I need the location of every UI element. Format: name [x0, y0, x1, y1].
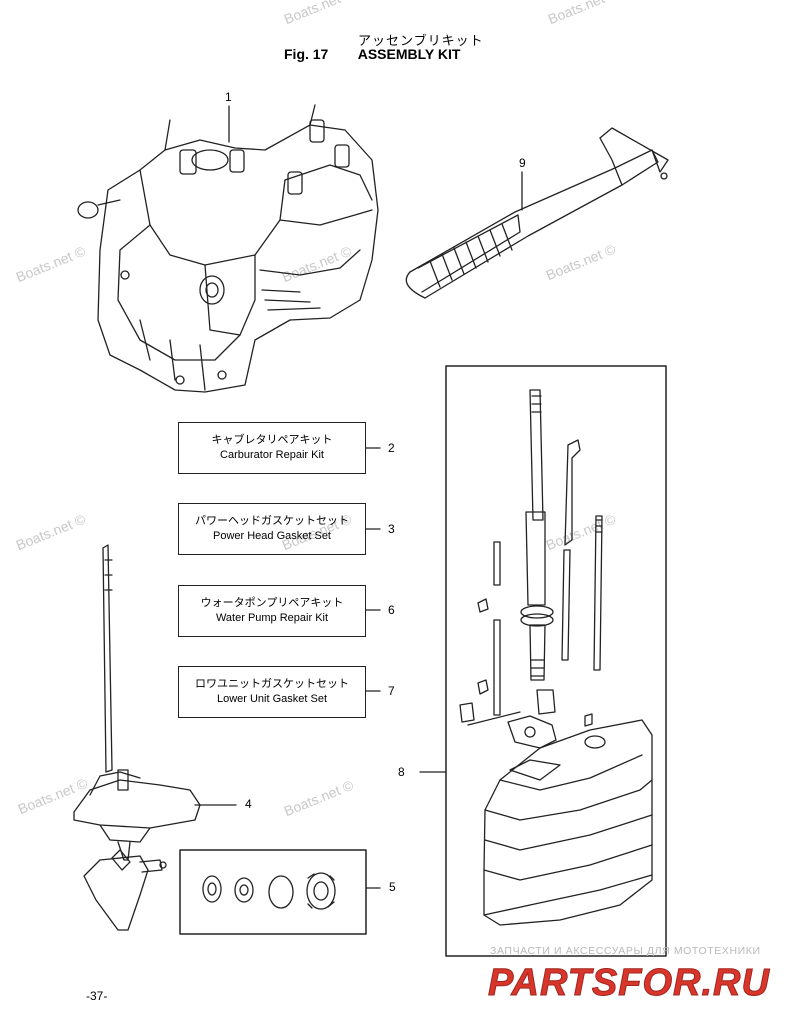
callout-9: 9 [519, 156, 526, 170]
figure-number: Fig. 17 [284, 46, 329, 62]
kit-box-carburetor: キャブレタリペアキット Carburator Repair Kit [178, 422, 366, 474]
kit-name-english: Water Pump Repair Kit [215, 612, 329, 624]
lower-unit-parts-drawing [459, 389, 653, 926]
seal-kit-frame [179, 849, 367, 935]
callout-5: 5 [389, 880, 396, 894]
power-head-block-drawing [77, 104, 379, 393]
callout-3: 3 [388, 522, 395, 536]
kit-box-water-pump: ウォータポンプリペアキット Water Pump Repair Kit [178, 585, 366, 637]
callout-1: 1 [225, 90, 232, 104]
figure-title: Fig. 17 ASSEMBLY KIT [284, 46, 460, 62]
kit-box-lower-unit-gasket: ロワユニットガスケットセット Lower Unit Gasket Set [178, 666, 366, 718]
footer-tagline: ЗАПЧАСТИ И АКСЕССУАРЫ ДЛЯ МОТОТЕХНИКИ [490, 945, 761, 957]
page-number: -37- [86, 989, 108, 1003]
callout-7: 7 [388, 684, 395, 698]
logo-text: PARTSFOR.RU [488, 962, 770, 1004]
callout-4: 4 [245, 797, 252, 811]
seal-kit-parts-drawing [202, 872, 336, 910]
kit-name-english: Power Head Gasket Set [212, 530, 331, 542]
callout-6: 6 [388, 603, 395, 617]
callout-8: 8 [398, 765, 405, 779]
lower-unit-group-frame [445, 365, 667, 957]
figure-title-japanese: アッセンブリキット [358, 33, 484, 48]
figure-title-english: ASSEMBLY KIT [357, 46, 461, 62]
partsfor-logo: PARTSFOR.RU [488, 962, 770, 1005]
tiller-handle-drawing [405, 127, 669, 299]
kit-name-japanese: キャブレタリペアキット [211, 434, 333, 446]
kit-name-japanese: ウォータポンプリペアキット [200, 597, 344, 609]
kit-name-japanese: ロワユニットガスケットセット [195, 678, 349, 690]
kit-name-english: Carburator Repair Kit [220, 449, 324, 461]
kit-name-english: Lower Unit Gasket Set [216, 693, 328, 705]
callout-2: 2 [388, 441, 395, 455]
kit-name-japanese: パワーヘッドガスケットセット [195, 515, 349, 527]
water-pump-lower-unit-drawing [73, 544, 201, 931]
kit-box-power-head-gasket: パワーヘッドガスケットセット Power Head Gasket Set [178, 503, 366, 555]
